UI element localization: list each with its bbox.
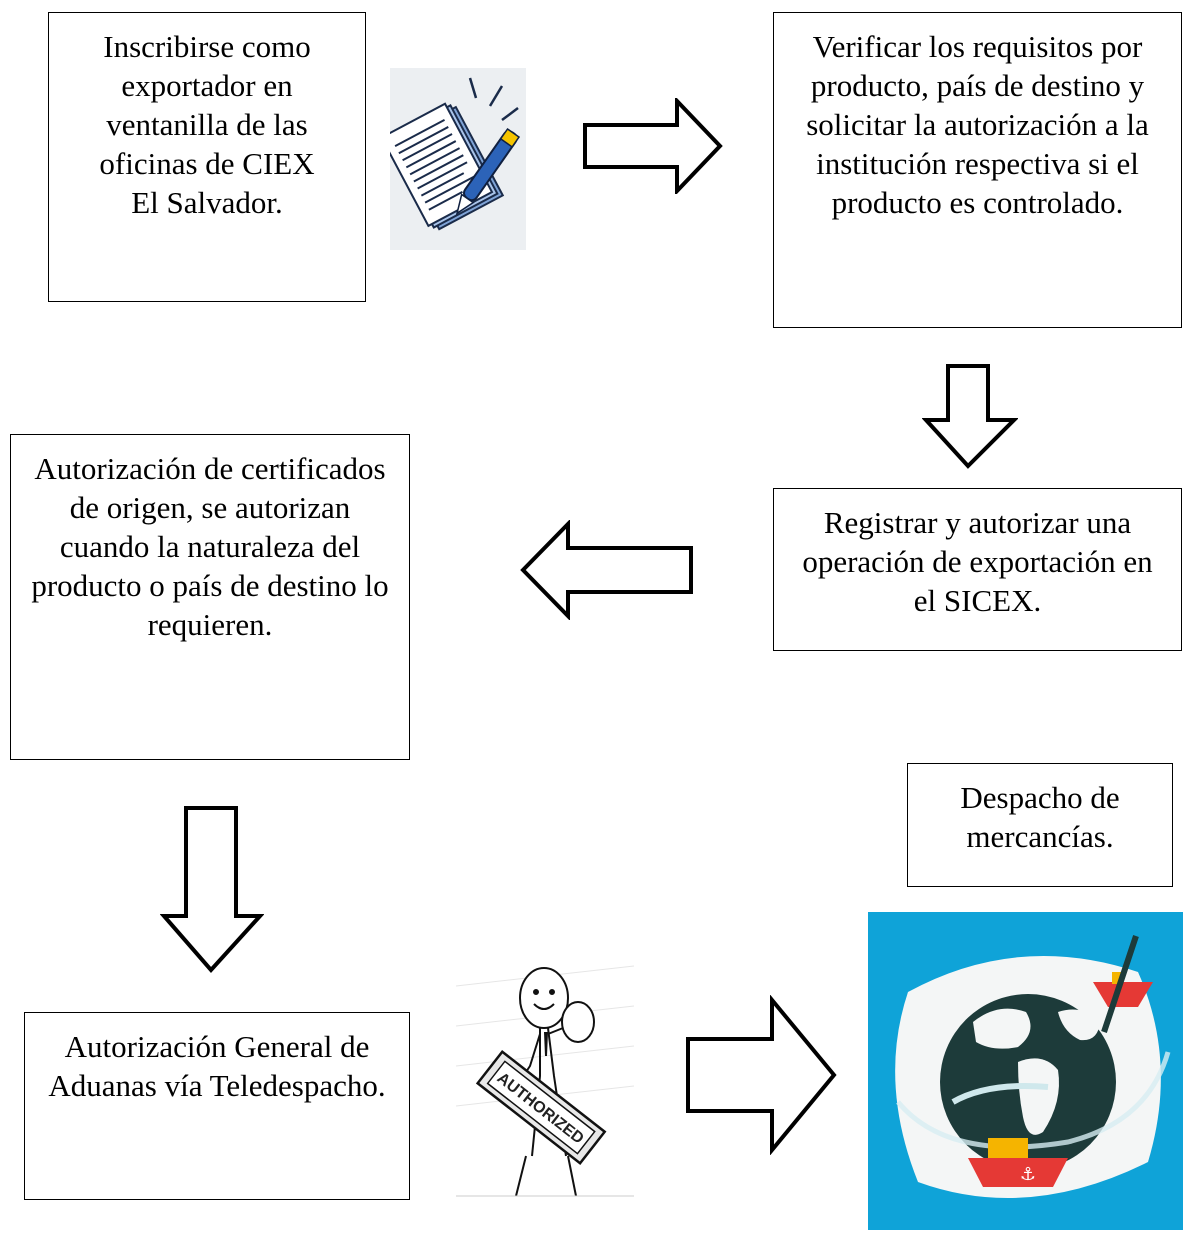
step-box-verify-requirements: Verificar los requisitos por producto, p… <box>773 12 1182 328</box>
step-box-dispatch-goods: Despacho de mercancías. <box>907 763 1173 887</box>
step-text: Verificar los requisitos por producto, p… <box>806 29 1149 220</box>
arrow-right-2 <box>686 995 837 1155</box>
arrow-down-1 <box>922 364 1018 469</box>
step-box-certificates-origin: Autorización de certificados de origen, … <box>10 434 410 760</box>
step-box-register-sicex: Registrar y autorizar una operación de e… <box>773 488 1182 651</box>
svg-text:⚓: ⚓ <box>1020 1164 1036 1185</box>
step-text: Inscribirse como exportador en ventanill… <box>99 29 315 220</box>
authorized-stamp-illustration: AUTHORIZED <box>456 956 634 1200</box>
step-text: Despacho de mercancías. <box>960 780 1120 854</box>
arrow-down-2 <box>160 806 264 974</box>
arrow-right-1 <box>583 98 723 194</box>
step-text: Registrar y autorizar una operación de e… <box>802 505 1153 618</box>
step-text: Autorización General de Aduanas vía Tele… <box>48 1029 386 1103</box>
step-box-customs-authorization: Autorización General de Aduanas vía Tele… <box>24 1012 410 1200</box>
globe-shipping-illustration: ⚓ <box>868 912 1183 1230</box>
step-box-register-exporter: Inscribirse como exportador en ventanill… <box>48 12 366 302</box>
document-pen-illustration <box>390 68 526 250</box>
arrow-left-1 <box>520 520 693 620</box>
step-text: Autorización de certificados de origen, … <box>31 451 389 642</box>
